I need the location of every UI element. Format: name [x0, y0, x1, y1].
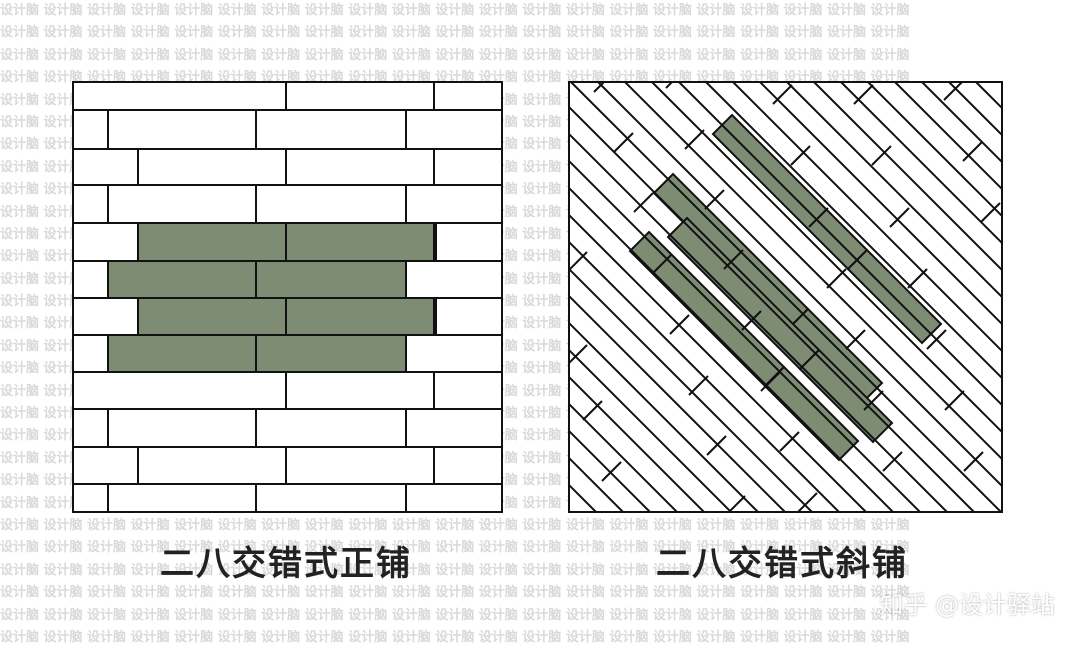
diagonal-frame — [568, 81, 1003, 513]
diagonal-laying-diagram — [568, 81, 1003, 513]
right-caption: 二八交错式斜铺 — [656, 544, 908, 584]
watermark-row: 设计脑 设计脑 设计脑 设计脑 设计脑 设计脑 设计脑 设计脑 设计脑 设计脑 … — [0, 47, 910, 63]
straight-highlight-tiles — [107, 222, 437, 373]
straight-grid-lines — [72, 81, 503, 513]
watermark-row: 设计脑 设计脑 设计脑 设计脑 设计脑 设计脑 设计脑 设计脑 设计脑 设计脑 … — [0, 3, 910, 18]
watermark-row: 设计脑 设计脑 设计脑 设计脑 设计脑 设计脑 设计脑 设计脑 设计脑 设计脑 … — [0, 540, 910, 556]
watermark-row: 设计脑 设计脑 设计脑 设计脑 设计脑 设计脑 设计脑 设计脑 设计脑 设计脑 … — [0, 25, 910, 41]
watermark-row: 设计脑 设计脑 设计脑 设计脑 设计脑 设计脑 设计脑 设计脑 设计脑 设计脑 … — [0, 585, 910, 601]
author-credit: 知乎 @设计驿站 — [879, 591, 1055, 619]
watermark-row: 设计脑 设计脑 设计脑 设计脑 设计脑 设计脑 设计脑 设计脑 设计脑 设计脑 … — [0, 517, 910, 533]
watermark-row: 设计脑 设计脑 设计脑 设计脑 设计脑 设计脑 设计脑 设计脑 设计脑 设计脑 … — [0, 562, 910, 578]
straight-laying-svg — [72, 81, 503, 513]
left-caption: 二八交错式正铺 — [160, 544, 412, 584]
diagonal-grid-lines — [568, 81, 1003, 513]
diagonal-laying-svg — [568, 81, 1003, 513]
watermark-row: 设计脑 设计脑 设计脑 设计脑 设计脑 设计脑 设计脑 设计脑 设计脑 设计脑 … — [0, 607, 910, 623]
straight-laying-diagram — [72, 81, 503, 513]
watermark-row: 设计脑 设计脑 设计脑 设计脑 设计脑 设计脑 设计脑 设计脑 设计脑 设计脑 … — [0, 629, 910, 645]
